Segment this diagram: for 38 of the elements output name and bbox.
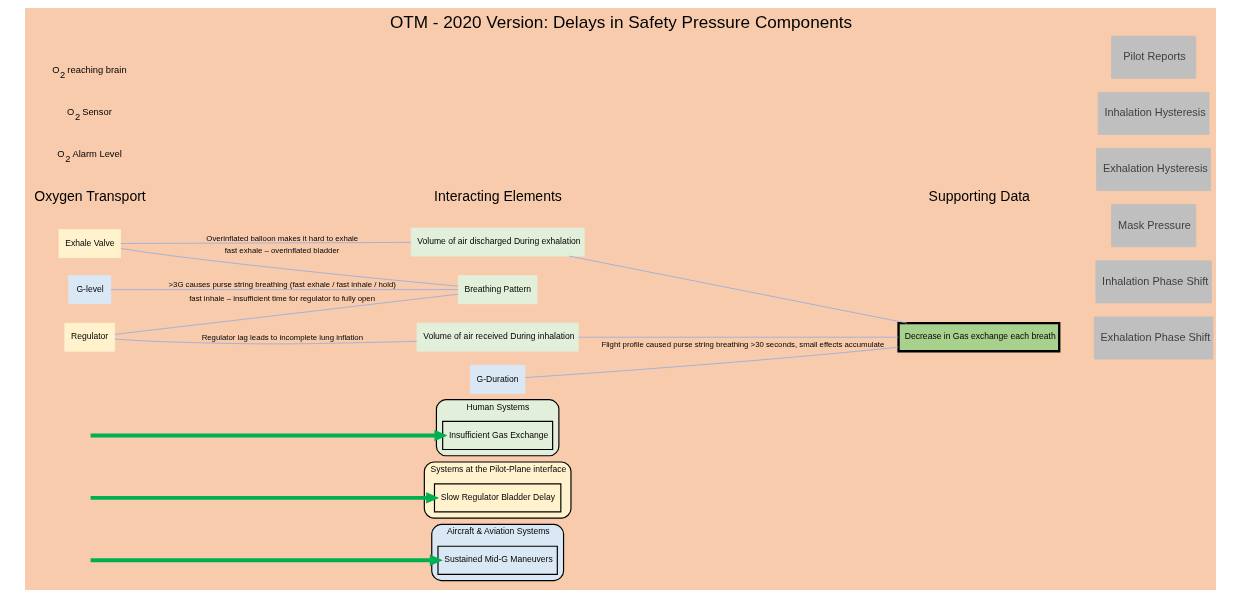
arrow (90, 429, 448, 442)
edge-label: Regulator lag leads to incomplete lung inflation (201, 332, 364, 342)
connector (120, 242, 412, 244)
label: Supporting Data (928, 188, 1030, 205)
node-box: Breathing Pattern (457, 275, 538, 305)
connector (568, 255, 908, 324)
diagram-title: OTM - 2020 Version: Delays in Safety Pressure Components (390, 12, 853, 33)
connector (524, 346, 899, 378)
connector (114, 293, 459, 335)
node-box: G-level (68, 275, 112, 305)
edge-label: fast inhale – insufficient time for regulator to fully open (189, 293, 376, 303)
node-box: Inhalation Phase Shift (1095, 260, 1212, 304)
connector (114, 338, 418, 345)
node-box: G-Duration (469, 364, 526, 394)
edge-label: Overinflated balloon makes it hard to exhale (206, 233, 359, 243)
connector (110, 289, 459, 291)
node-box: Regulator (64, 322, 116, 352)
node-box: Insufficient Gas Exchange (442, 420, 554, 451)
arrow (90, 554, 443, 566)
connector (120, 248, 459, 287)
edge-label: fast exhale – overinflated bladder (224, 245, 340, 255)
node-box: Inhalation Hysteresis (1097, 91, 1210, 135)
arrow (90, 492, 440, 504)
node-box: Mask Pressure (1111, 204, 1197, 248)
node-box: Slow Regulator Bladder Delay (433, 483, 562, 513)
node-box: Exhalation Phase Shift (1093, 316, 1214, 360)
node-box: Pilot Reports (1111, 35, 1197, 79)
label: Interacting Elements (434, 188, 562, 205)
label: Oxygen Transport (34, 188, 146, 205)
edge-label: Flight profile caused purse string breathing >30 seconds, small effects accumulate (601, 339, 885, 349)
edge-label: >3G causes purse string breathing (fast exhale / fast inhale / hold) (168, 280, 396, 290)
node-box: Exhalation Hysteresis (1096, 148, 1211, 191)
node-box: Volume of air discharged During exhalation (410, 227, 585, 257)
connector (578, 336, 899, 338)
node-box: Volume of air received During inhalation (416, 322, 579, 352)
node-box: Sustained Mid-G Maneuvers (437, 545, 558, 575)
node-box: Exhale Valve (58, 229, 121, 259)
node-box: Decrease in Gas exchange each breath (897, 322, 1061, 353)
